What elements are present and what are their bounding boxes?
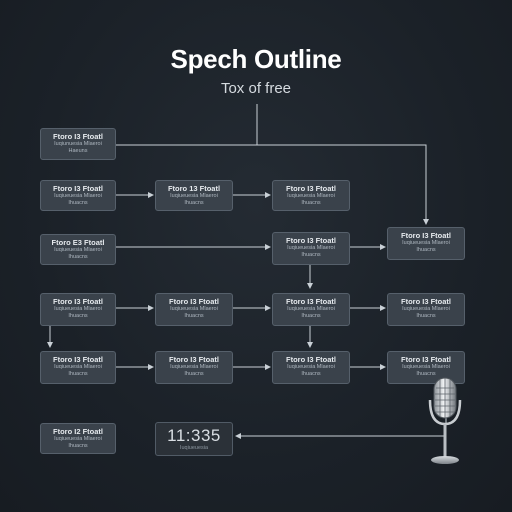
outline-node[interactable]: Ftoro I3 Ftoatl Iuqiueuesia Mlaeroi Ihua… — [387, 351, 465, 384]
node-desc-line: Iuqiueuesia Mlaeroi — [54, 247, 102, 253]
outline-node[interactable]: Ftoro I3 Ftoatl Iuqiueuesia Mlaeroi Ihua… — [272, 351, 350, 384]
node-label: Ftoro I3 Ftoatl — [286, 184, 336, 193]
node-desc-line: Haeuns — [68, 147, 88, 154]
connector-mic-to-timer — [235, 410, 447, 439]
node-label: Ftoro I3 Ftoatl — [401, 231, 451, 240]
outline-node[interactable]: Ftoro I3 Ftoatl Iuqiueuesia Mlaeroi Ihua… — [387, 293, 465, 326]
node-desc-line: Iuqiueuesia Mlaeroi — [170, 364, 218, 370]
node-desc-line: Ihuacns — [184, 199, 204, 206]
node-label: Ftoro I3 Ftoatl — [401, 355, 451, 364]
timer-display: 11:335 Iuqiueuesia — [155, 422, 233, 456]
node-desc-line: Iuqiueuesia Mlaeroi — [402, 364, 450, 370]
node-desc-line: Ihuacns — [68, 312, 88, 319]
node-label: Ftoro I3 Ftoatl — [401, 297, 451, 306]
node-desc-line: Iuqiueuesia Mlaeroi — [170, 193, 218, 199]
node-label: Ftoro I3 Ftoatl — [286, 297, 336, 306]
node-desc-line: Ihuacns — [184, 312, 204, 319]
node-desc-line: Ihuacns — [416, 246, 436, 253]
outline-node[interactable]: Ftoro I3 Ftoatl Iuqiueuesia Mlaeroi Ihua… — [272, 232, 350, 265]
node-label: Ftoro I3 Ftoatl — [53, 297, 103, 306]
node-desc-line: Iuqiueuesia Mlaeroi — [54, 193, 102, 199]
node-label: Ftoro I3 Ftoatl — [53, 132, 103, 141]
connector-top-to-right — [116, 144, 429, 225]
diagram-subtitle: Tox of free — [220, 80, 292, 97]
node-label: Ftoro I3 Ftoatl — [53, 355, 103, 364]
node-desc-line: Ihuacns — [301, 312, 321, 319]
outline-node[interactable]: Ftoro I3 Ftoatl Iuqiueuesia Mlaeroi Ihua… — [40, 180, 116, 211]
node-desc-line: Iuqiueuesia Mlaeroi — [54, 364, 102, 370]
node-desc-line: Iuqiueuesia Mlaeroi — [287, 364, 335, 370]
outline-node[interactable]: Ftoro E3 Ftoatl Iuqiueuesia Mlaeroi Ihua… — [40, 234, 116, 265]
outline-node[interactable]: Ftoro I3 Ftoatl Iuqiueuesia Mlaeroi Ihua… — [272, 293, 350, 326]
node-desc-line: Ihuacns — [301, 370, 321, 377]
outline-node[interactable]: Ftoro I2 Ftoatl Iuqiueuesia Mlaeroi Ihua… — [40, 423, 116, 454]
outline-node[interactable]: Ftoro 13 Ftoatl Iuqiueuesia Mlaeroi Ihua… — [155, 180, 233, 211]
node-label: Ftoro I3 Ftoatl — [53, 184, 103, 193]
node-desc-line: Iuqiueuesia Mlaeroi — [287, 193, 335, 199]
node-label: Ftoro I2 Ftoatl — [53, 427, 103, 436]
node-desc-line: Iuqiueuesia Mlaeroi — [287, 306, 335, 312]
node-desc-line: Ihuacns — [301, 251, 321, 258]
node-label: Ftoro 13 Ftoatl — [167, 184, 221, 193]
node-label: Ftoro E3 Ftoatl — [51, 238, 105, 247]
node-desc-line: Iuqiunuesia Mlaeroi — [54, 141, 102, 147]
node-desc-line: Ihuacns — [68, 370, 88, 377]
node-desc-line: Iuqiueuesia Mlaeroi — [287, 245, 335, 251]
node-desc-line: Ihuacns — [68, 253, 88, 260]
node-desc-line: Ihuacns — [416, 370, 436, 377]
node-label: Ftoro I3 Ftoatl — [169, 297, 219, 306]
outline-node[interactable]: Ftoro I3 Ftoatl Iuqiueuesia Mlaeroi Ihua… — [155, 293, 233, 326]
node-desc-line: Ihuacns — [416, 312, 436, 319]
node-desc-line: Ihuacns — [184, 370, 204, 377]
node-label: Ftoro I3 Ftoatl — [169, 355, 219, 364]
node-desc-line: Ihuacns — [68, 442, 88, 449]
node-desc-line: Iuqiueuesia Mlaeroi — [402, 240, 450, 246]
node-label: Ftoro I3 Ftoatl — [286, 236, 336, 245]
outline-node[interactable]: Ftoro I3 Ftoatl Iuqiueuesia Mlaeroi Ihua… — [40, 293, 116, 326]
timer-value: 11:335 — [167, 426, 221, 445]
diagram-title: Spech Outline — [170, 44, 342, 74]
node-desc-line: Ihuacns — [68, 199, 88, 206]
node-desc-line: Iuqiueuesia Mlaeroi — [170, 306, 218, 312]
outline-node[interactable]: Ftoro I3 Ftoatl Iuqiueuesia Mlaeroi Ihua… — [387, 227, 465, 260]
node-desc-line: Iuqiueuesia Mlaeroi — [54, 306, 102, 312]
node-desc-line: Iuqiueuesia Mlaeroi — [54, 436, 102, 442]
outline-node[interactable]: Ftoro I3 Ftoatl Iuqiueuesia Mlaeroi Ihua… — [272, 180, 350, 211]
node-desc-line: Iuqiueuesia Mlaeroi — [402, 306, 450, 312]
node-desc-line: Ihuacns — [301, 199, 321, 206]
microphone-icon — [428, 377, 462, 464]
outline-node[interactable]: Ftoro I3 Ftoatl Iuqiunuesia Mlaeroi Haeu… — [40, 128, 116, 160]
node-label: Ftoro I3 Ftoatl — [286, 355, 336, 364]
timer-caption: Iuqiueuesia — [179, 445, 209, 451]
outline-node[interactable]: Ftoro I3 Ftoatl Iuqiueuesia Mlaeroi Ihua… — [40, 351, 116, 384]
outline-node[interactable]: Ftoro I3 Ftoatl Iuqiueuesia Mlaeroi Ihua… — [155, 351, 233, 384]
